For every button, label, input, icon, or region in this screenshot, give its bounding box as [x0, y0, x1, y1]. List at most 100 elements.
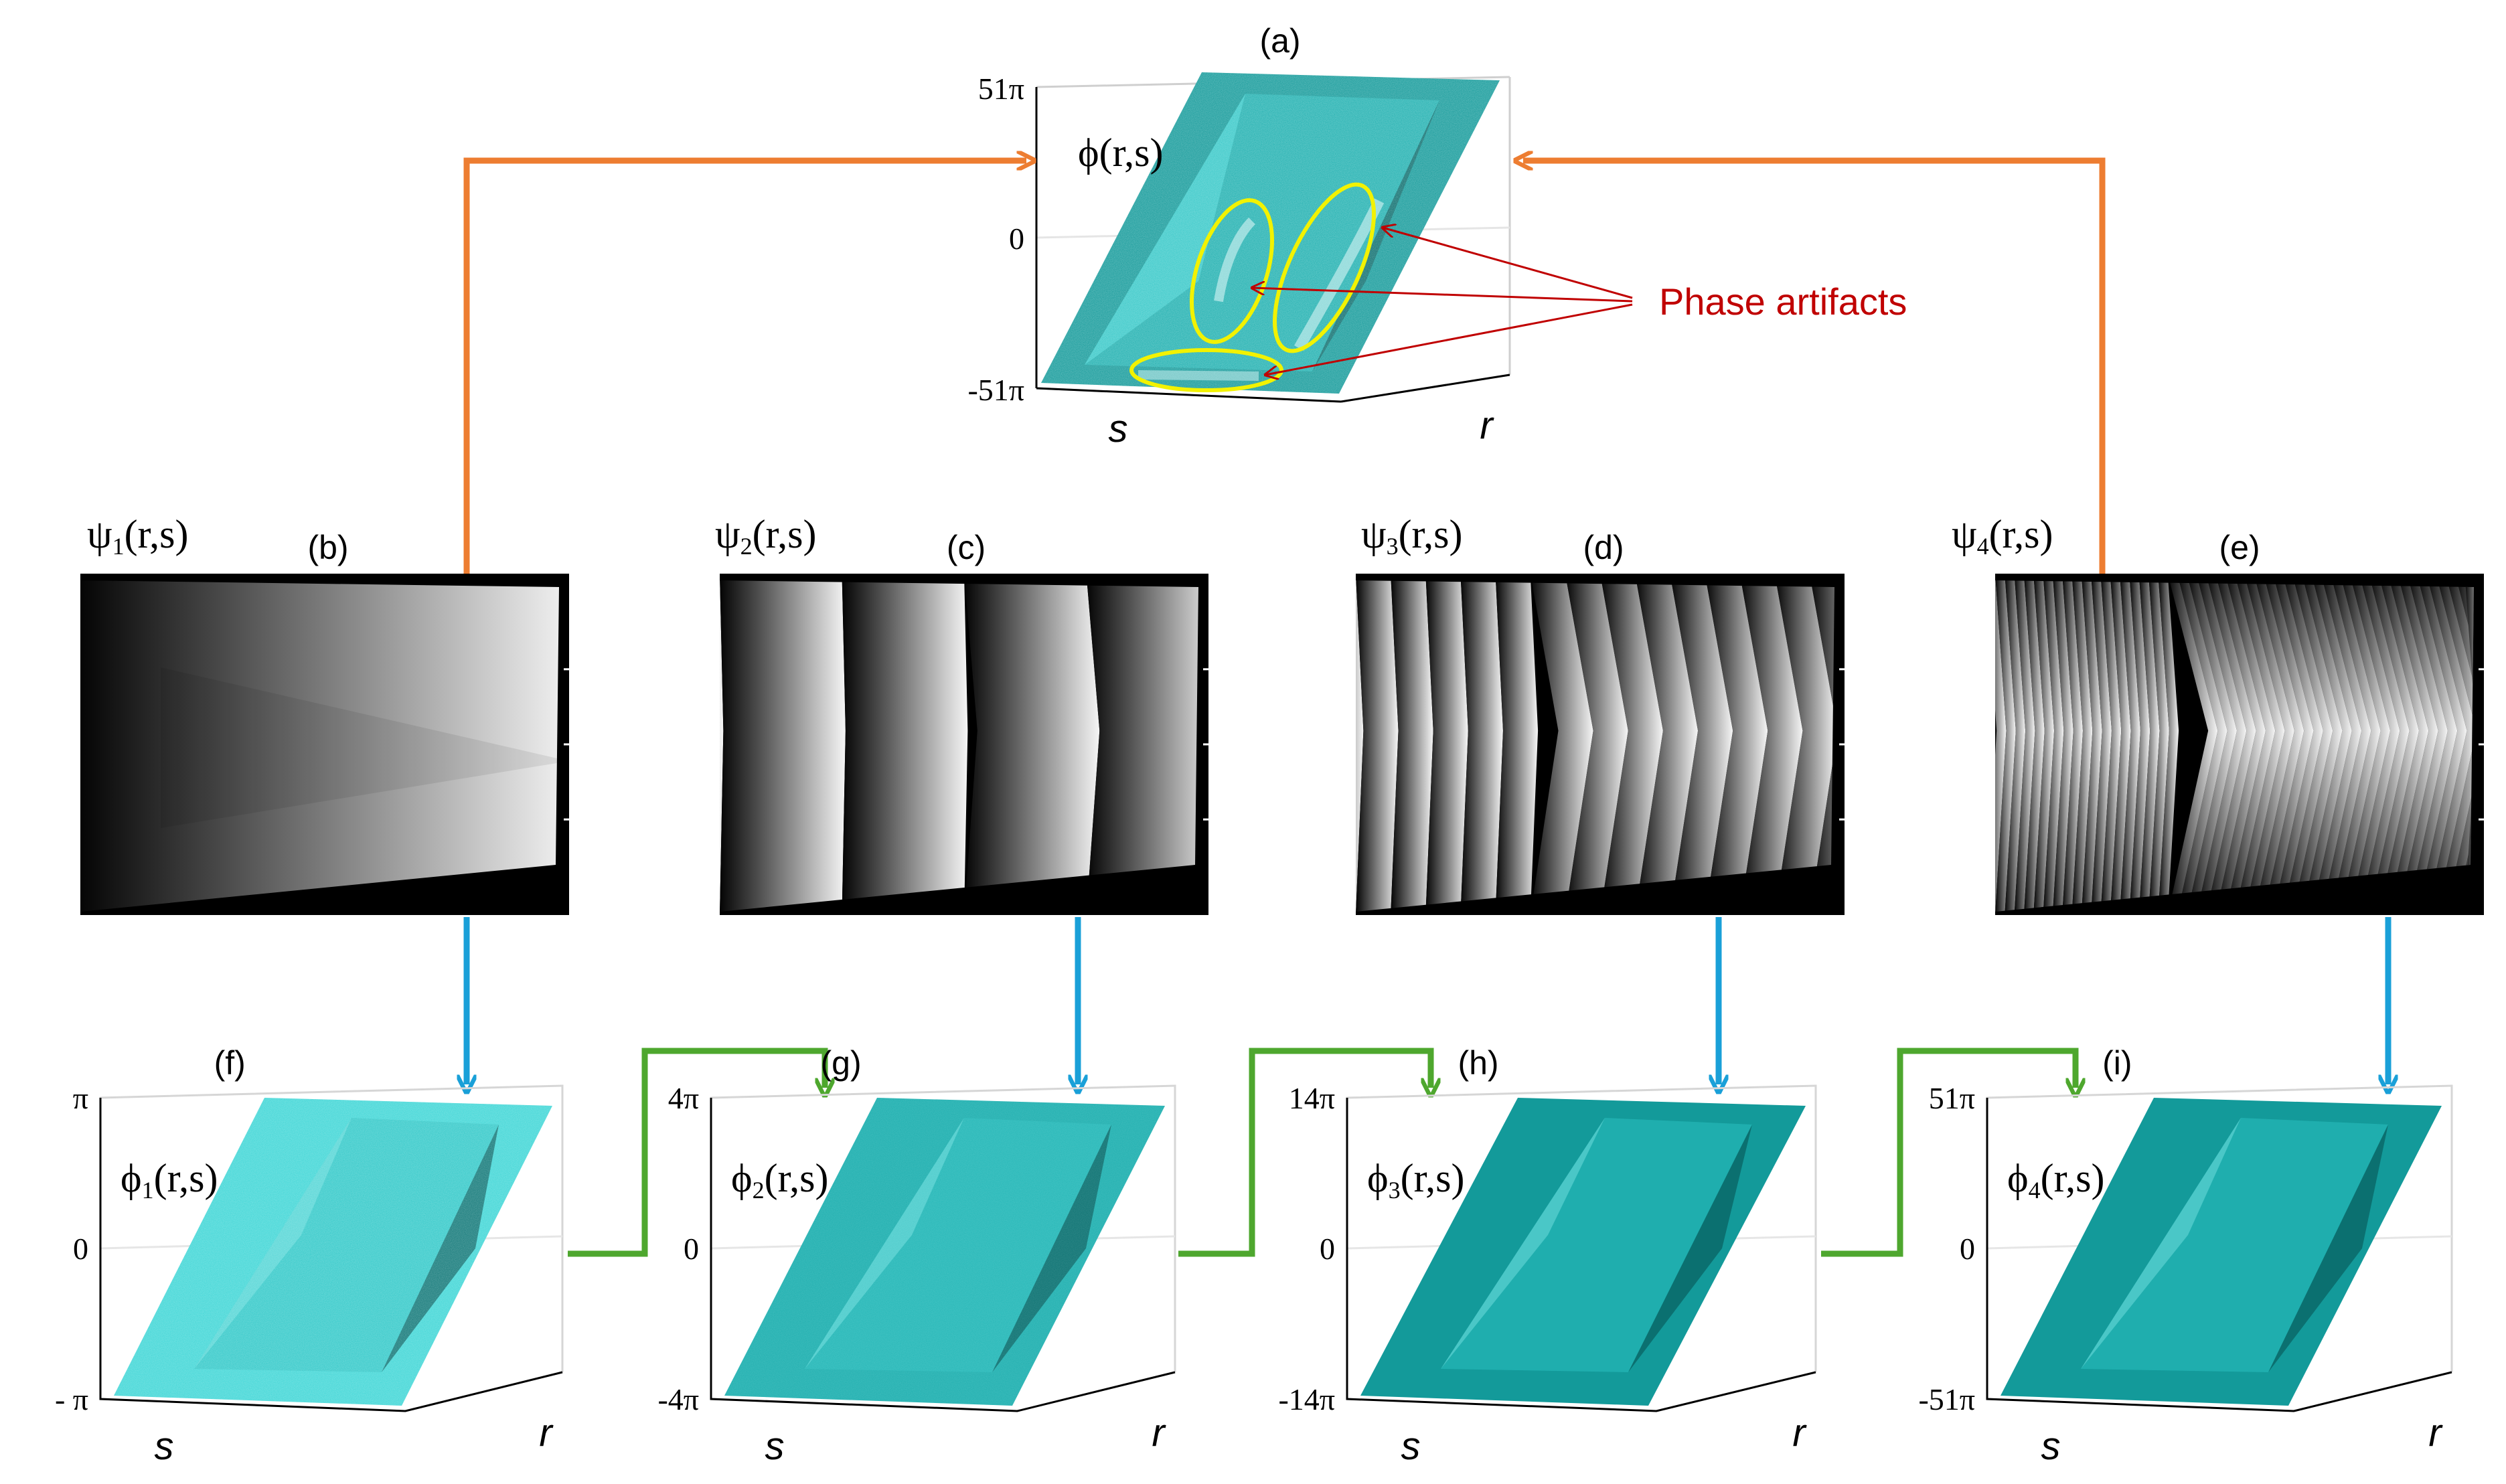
- surface-axis-s: s: [1401, 1424, 1421, 1468]
- wrapped-fringe: [1845, 574, 1887, 915]
- wrapped-fringe: [2436, 580, 2474, 912]
- wrapped-fringe: [964, 580, 1100, 912]
- wrapped-panels: ψ1(r,s) (b) ψ2(r,s) (c) ψ3(r,s) (d) ψ4(r…: [80, 512, 2505, 915]
- panel-d-letter: (d): [1583, 529, 1624, 566]
- surface-axes: [1346, 1098, 1816, 1412]
- panel-e: ψ4(r,s) (e): [1952, 512, 2505, 915]
- surface-tick-top: 51π: [1929, 1081, 1975, 1115]
- wrapped-fringe: [1739, 580, 1803, 912]
- wrapped-fringe: [2484, 574, 2505, 915]
- wrapped-fringe: [1995, 580, 2007, 912]
- wrapped-fringe: [2416, 580, 2467, 912]
- surface-tick-mid: 0: [684, 1232, 699, 1266]
- surface-axis-r: r: [2428, 1411, 2443, 1455]
- panel-b-func-label: ψ1(r,s): [87, 512, 188, 560]
- surface-tick-bottom: -51π: [1918, 1382, 1975, 1416]
- panel-b-letter: (b): [307, 529, 348, 566]
- wrapped-fringe: [2023, 580, 2045, 912]
- surface-panel-letter: (g): [820, 1044, 861, 1082]
- wrapped-fringe: [2244, 580, 2294, 912]
- wrapped-fringe: [2205, 580, 2256, 912]
- surface-tick-mid: 0: [1960, 1232, 1975, 1266]
- panel-b-image: [80, 574, 569, 915]
- wrapped-fringe: [1391, 580, 1433, 912]
- wrapped-fringe: [2167, 580, 2218, 912]
- wrapped-fringe: [1635, 580, 1699, 912]
- surface-tick-bottom: -14π: [1278, 1382, 1335, 1416]
- surface-shadow-facet: [1628, 1125, 1752, 1372]
- wrapped-fringe: [1565, 580, 1628, 912]
- wrapped-fringe: [2071, 580, 2093, 912]
- wrapped-fringe: [2387, 580, 2438, 912]
- wrapped-fringe: [720, 580, 724, 912]
- wrapped-fringe: [2043, 580, 2064, 912]
- surface-panel-letter: (i): [2102, 1044, 2132, 1082]
- panel-a-letter: (a): [1259, 22, 1300, 60]
- panel-b: ψ1(r,s) (b): [80, 512, 569, 915]
- wrapped-fringe: [1705, 580, 1768, 912]
- wrapped-fringe: [2254, 580, 2304, 912]
- wrapped-fringe: [1495, 580, 1539, 912]
- phase-artifact-pointers: [1252, 228, 1633, 375]
- panel-c-func-label: ψ2(r,s): [715, 512, 816, 560]
- wrapped-fringe: [842, 580, 968, 912]
- panel-d-image: [1356, 574, 1887, 915]
- wrapped-fringe: [2033, 580, 2055, 912]
- wrapped-fringe: [2081, 580, 2102, 912]
- panel-a: (a) 51π 0 -51π s r: [967, 22, 1907, 450]
- surface-light-facet: [1441, 1118, 1605, 1369]
- surface-plot: [1360, 1098, 1806, 1406]
- panel-a-tick-mid: 0: [1009, 222, 1024, 256]
- surface-func-label: ϕ4(r,s): [2007, 1156, 2104, 1204]
- panel-c: ψ2(r,s) (c): [715, 512, 1334, 915]
- wrapped-fringe: [1208, 574, 1334, 915]
- panel-d: ψ3(r,s) (d): [1356, 512, 1887, 915]
- wrapped-fringe: [2062, 580, 2084, 912]
- wrapped-fringe: [1086, 580, 1198, 912]
- panel-a-tick-bottom: -51π: [967, 373, 1024, 407]
- surface-light-facet: [2081, 1118, 2241, 1369]
- wrapped-fringe: [1600, 580, 1663, 912]
- surface-axis-s: s: [155, 1424, 174, 1468]
- surface-plot: [2001, 1098, 2442, 1406]
- panel-a-func-label: ϕ(r,s): [1078, 131, 1163, 175]
- wrapped-fringe: [2100, 580, 2122, 912]
- wrapped-fringe: [2273, 580, 2323, 912]
- wrapped-fringe: [2234, 580, 2285, 912]
- wrapped-fringe: [2263, 580, 2314, 912]
- wrapped-fringe: [1425, 580, 1468, 912]
- wrapped-fringe: [2340, 580, 2391, 912]
- surface-tick-mid: 0: [73, 1232, 88, 1266]
- wrapped-fringe: [2407, 580, 2458, 912]
- wrapped-fringe: [1995, 580, 2016, 912]
- phase-artifacts-label: Phase artifacts: [1659, 280, 1907, 323]
- wrapped-fringe: [2148, 580, 2169, 912]
- surface-func-label: ϕ1(r,s): [121, 1156, 218, 1204]
- surface-tick-top: 14π: [1289, 1081, 1335, 1115]
- panel-c-image: [720, 574, 1334, 915]
- surface-axis-r: r: [1152, 1411, 1166, 1455]
- wrapped-fringe: [1460, 580, 1503, 912]
- wrapped-fringe: [2330, 580, 2381, 912]
- wrapped-fringe: [1670, 580, 1733, 912]
- surface-noise: [114, 1098, 552, 1406]
- surface-inner-plane: [2081, 1118, 2388, 1372]
- surface-tick-top: π: [73, 1081, 88, 1115]
- surface-func-label: ϕ2(r,s): [731, 1156, 828, 1204]
- surface-axes: [1986, 1098, 2452, 1412]
- surface-shadow-facet: [2268, 1125, 2388, 1372]
- wrapped-fringe: [2005, 580, 2026, 912]
- panel-e-image: [1995, 574, 2505, 915]
- panel-c-letter: (c): [947, 529, 986, 566]
- surface-axes: [99, 1098, 563, 1412]
- surface-inner-plane: [1441, 1118, 1752, 1372]
- wrapped-fringe: [2369, 580, 2420, 912]
- wrapped-fringe: [2129, 580, 2150, 912]
- orange-feed-arrows: [463, 161, 2106, 574]
- surface-axis-s: s: [765, 1424, 785, 1468]
- wrapped-fringe: [2138, 580, 2160, 912]
